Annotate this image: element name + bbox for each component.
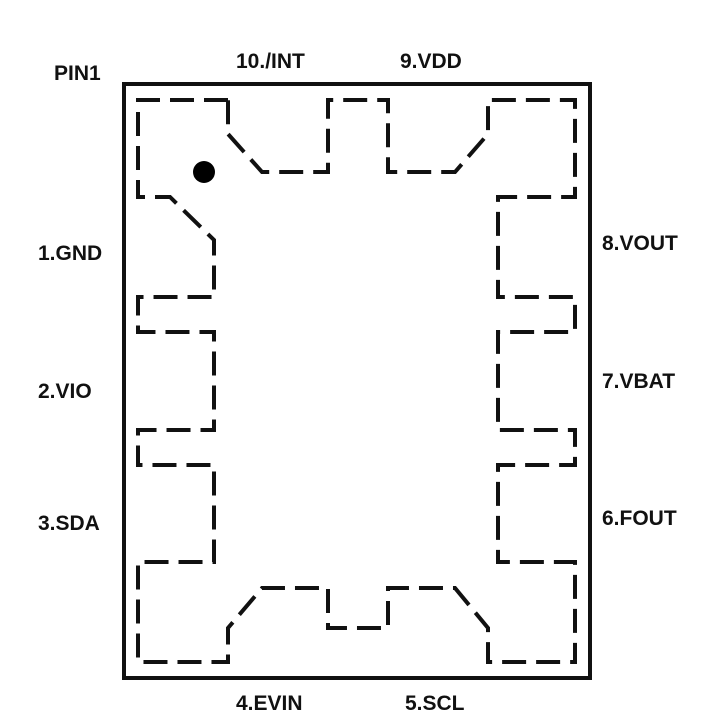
pin-label-5-scl: 5.SCL (405, 692, 465, 713)
pin-label-6-fout: 6.FOUT (602, 507, 677, 530)
pin-label-1-gnd: 1.GND (38, 242, 102, 265)
pin-label-7-vbat: 7.VBAT (602, 370, 675, 393)
pin-label-9-vdd: 9.VDD (400, 50, 462, 73)
pin-label-8-vout: 8.VOUT (602, 232, 678, 255)
pin-label-3-sda: 3.SDA (38, 512, 100, 535)
package-outline (122, 82, 592, 680)
pin1-corner-label: PIN1 (54, 62, 101, 85)
pin-label-10-int: 10./INT (236, 50, 305, 73)
pad-outline-dashed (136, 98, 577, 664)
pin1-indicator-dot (193, 161, 215, 183)
pin-label-4-evin: 4.EVIN (236, 692, 303, 713)
pin-label-2-vio: 2.VIO (38, 380, 92, 403)
